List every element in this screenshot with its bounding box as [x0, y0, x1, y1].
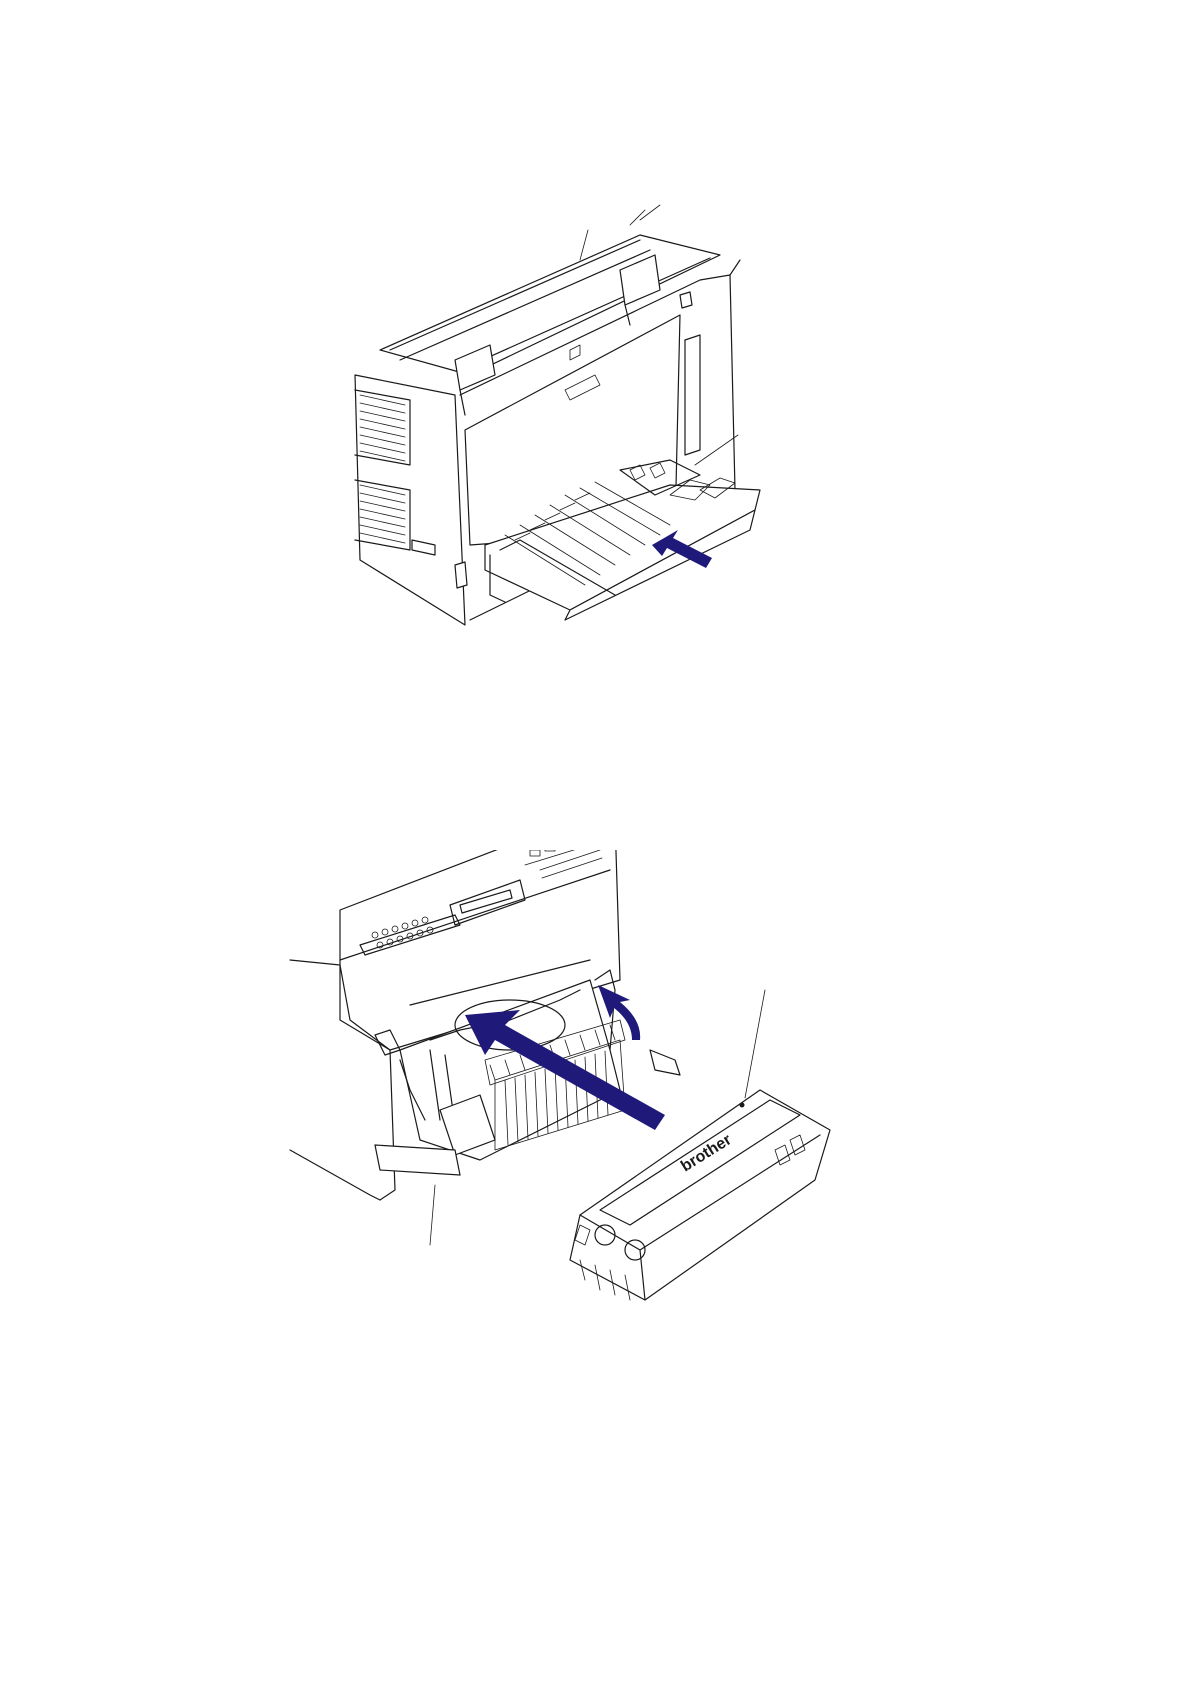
drum-unit-assembly: brother: [570, 990, 830, 1300]
rear-cover-illustration: [340, 200, 820, 680]
drum-unit-insertion-illustration: brother: [280, 850, 920, 1370]
